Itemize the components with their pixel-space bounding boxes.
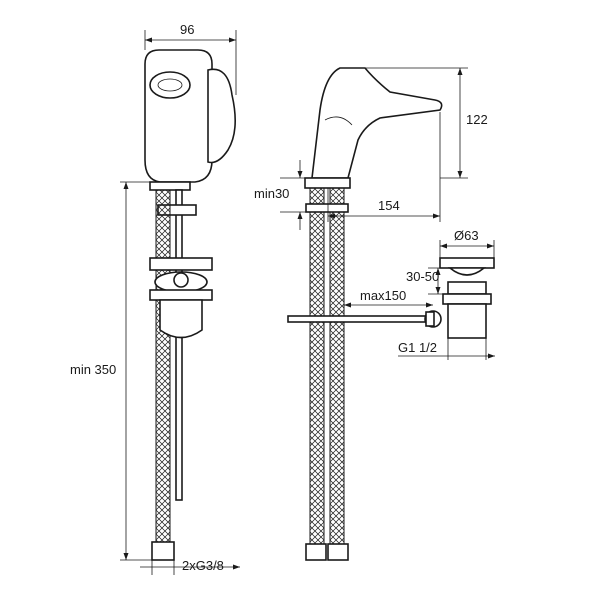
front-view-hose-left (309, 187, 325, 545)
side-view-lift-rod (175, 189, 183, 501)
dim-deck-thickness: min30 (254, 186, 289, 201)
front-view-hose-nut-left (305, 543, 327, 561)
dim-drain-diameter: Ø63 (454, 228, 479, 243)
side-view-aerator (149, 71, 191, 99)
side-view-hose (155, 189, 171, 543)
front-view-spout (311, 67, 443, 179)
dim-top-width: 96 (180, 22, 194, 37)
side-view-lever (207, 68, 236, 164)
dim-plug-lift: 30-50 (406, 269, 439, 284)
dim-hose-length: min 350 (70, 362, 116, 377)
dim-rod-length: max150 (360, 288, 406, 303)
front-view-hose-right (329, 187, 345, 545)
front-view-drain-flange (439, 257, 495, 269)
side-view-base (149, 181, 191, 191)
front-view-base (304, 177, 351, 189)
side-view-body (144, 49, 213, 183)
side-view: 96 min 350 2xG3/8 (70, 22, 240, 575)
side-view-drain-flange (149, 257, 213, 271)
side-view-drain-body (159, 299, 203, 339)
front-view-drain-body (447, 303, 487, 339)
dim-spout-height: 122 (466, 112, 488, 127)
dim-hose-connection: 2xG3/8 (182, 558, 224, 573)
dim-spout-reach: 154 (378, 198, 400, 213)
front-view-lift-rod (287, 315, 429, 323)
side-view-hose-nut (151, 541, 175, 561)
dim-drain-thread: G1 1/2 (398, 340, 437, 355)
front-view-hose-nut-right (327, 543, 349, 561)
front-view: 122 min30 154 Ø63 30-50 max150 G1 1/2 (254, 67, 495, 561)
